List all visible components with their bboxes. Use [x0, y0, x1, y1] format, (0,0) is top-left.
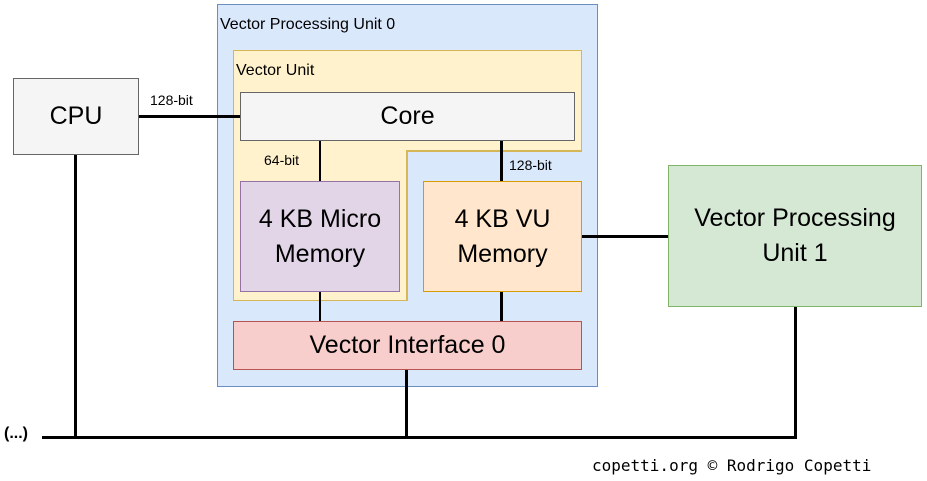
- micro-memory-label-line2: Memory: [274, 239, 366, 268]
- vu-memory-label-line2: Memory: [457, 239, 548, 268]
- core-label: Core: [380, 102, 435, 130]
- vector-interface-label: Vector Interface 0: [309, 331, 506, 359]
- vector-unit-border: [406, 150, 582, 152]
- credit-text: copetti.org © Rodrigo Copetti: [592, 456, 872, 475]
- core-block: Core: [240, 92, 575, 141]
- vpu1-bus-drop: [794, 307, 797, 439]
- vector-unit-title: Vector Unit: [236, 62, 315, 79]
- cpu-core-width-label: 128-bit: [150, 92, 193, 108]
- core-micro-link: [319, 141, 321, 181]
- micro-memory-label-line1: 4 KB Micro: [258, 204, 382, 233]
- vpu1-block: Vector Processing Unit 1: [668, 165, 922, 307]
- micro-memory-block: 4 KB Micro Memory: [240, 181, 400, 292]
- vpu0-title: Vector Processing Unit 0: [220, 16, 396, 33]
- cpu-bus-drop: [74, 155, 77, 439]
- cpu-label: CPU: [49, 102, 103, 130]
- cpu-core-link: [139, 115, 240, 118]
- vumem-vpu1-link: [582, 235, 668, 238]
- bus-continuation-label: (...): [4, 425, 28, 442]
- vpu1-label-line1: Vector Processing: [694, 204, 896, 232]
- interface-bus-drop: [405, 370, 408, 439]
- core-vumem-width-label: 128-bit: [509, 157, 552, 173]
- micro-interface-link: [319, 292, 321, 321]
- vu-memory-block: 4 KB VU Memory: [423, 181, 582, 292]
- core-vumem-link: [500, 141, 503, 181]
- vector-unit-border: [406, 150, 408, 301]
- cpu-block: CPU: [13, 78, 139, 155]
- core-micro-width-label: 64-bit: [264, 152, 300, 168]
- vumem-interface-link: [500, 292, 503, 321]
- vu-memory-label-line1: 4 KB VU: [454, 204, 551, 233]
- vector-interface-block: Vector Interface 0: [233, 321, 582, 370]
- main-bus: [42, 436, 797, 439]
- vpu1-label-line2: Unit 1: [762, 239, 828, 267]
